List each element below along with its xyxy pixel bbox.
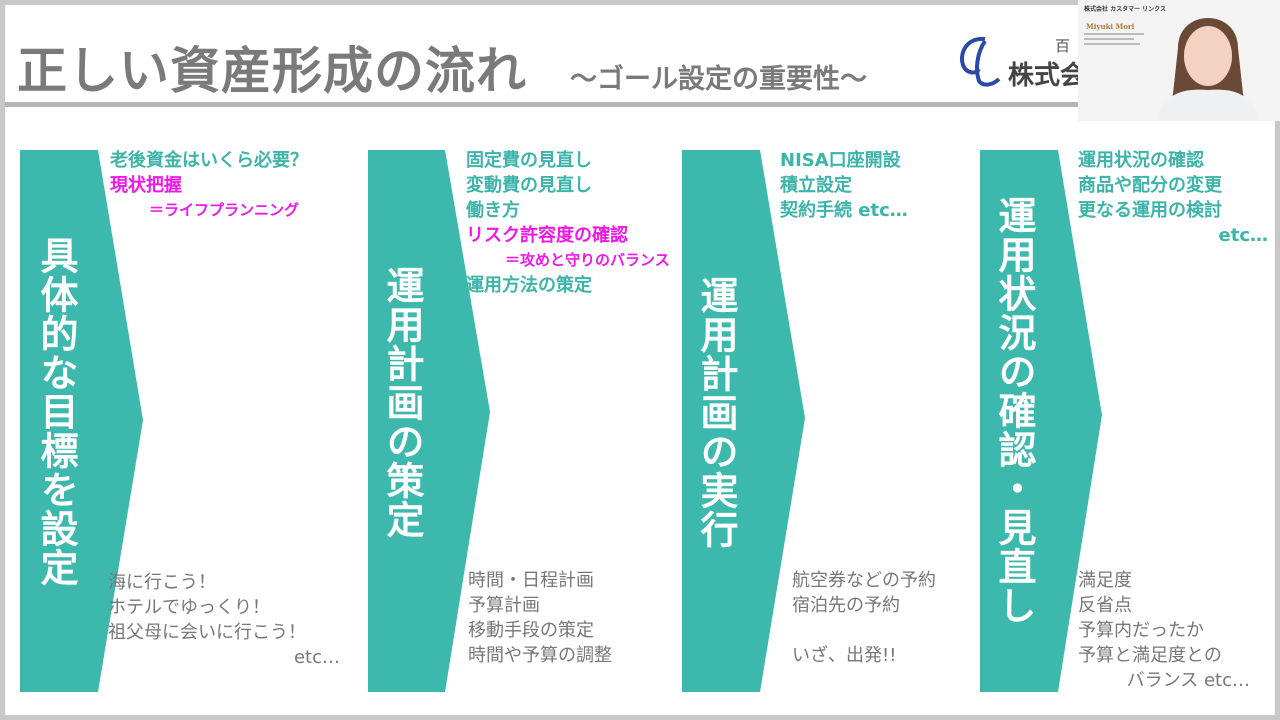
note-line: 航空券などの予約 — [792, 570, 936, 591]
note-line: 老後資金はいくら必要？ — [110, 150, 308, 171]
note-line: 更なる運用の検討 — [1078, 200, 1222, 221]
step-2-bottom-notes: 時間・日程計画予算計画移動手段の策定時間や予算の調整 — [468, 568, 638, 668]
note-line: 予算と満足度との — [1078, 645, 1222, 666]
step-title-3: 運用計画の実行 — [694, 276, 738, 549]
arrow-step-3 — [682, 150, 805, 692]
note-line: 変動費の見直し — [466, 175, 592, 196]
note-line: 契約手続 etc… — [780, 200, 908, 221]
business-card-company: 株式会社 カスタマー リンクス — [1084, 6, 1166, 13]
step-3-bottom-notes: 航空券などの予約宿泊先の予約 いざ、出発!! — [792, 568, 962, 668]
step-title-1: 具体的な目標を設定 — [34, 236, 78, 587]
note-line: 予算内だったか — [1078, 620, 1204, 641]
step-title-4: 運用状況の確認・見直し — [992, 196, 1036, 625]
arrow-step-4 — [980, 150, 1102, 692]
note-line: 現状把握 — [110, 175, 182, 196]
note-line: etc… — [293, 647, 340, 668]
note-line: 積立設定 — [780, 175, 852, 196]
note-line: 運用方法の策定 — [466, 275, 592, 296]
step-1-top-notes: 老後資金はいくら必要？ 現状把握 ＝ライフプランニング — [110, 148, 308, 223]
step-4-top-notes: 運用状況の確認商品や配分の変更更なる運用の検討 etc… — [1078, 148, 1268, 248]
page-subtitle: ～ゴール設定の重要性～ — [570, 64, 867, 95]
arrow-step-2 — [368, 150, 490, 692]
arrow-step-1 — [20, 150, 143, 692]
note-line: 運用状況の確認 — [1078, 150, 1204, 171]
note-line: ＝攻めと守りのバランス — [505, 251, 670, 269]
business-card-name: Miyuki Mori — [1086, 22, 1135, 31]
note-line: 満足度 — [1078, 570, 1132, 591]
step-3-top-notes: NISA口座開設積立設定契約手続 etc… — [780, 148, 908, 223]
note-line: ホテルでゆっくり！ — [108, 597, 270, 618]
page-title: 正しい資産形成の流れ — [17, 42, 527, 100]
note-line: 移動手段の策定 — [468, 620, 594, 641]
step-4-bottom-notes: 満足度反省点予算内だったか予算と満足度とのバランス etc… — [1078, 568, 1250, 693]
step-2-top-notes: 固定費の見直し変動費の見直し働き方リスク許容度の確認 ＝攻めと守りのバランス運用方… — [466, 148, 670, 298]
note-line: 固定費の見直し — [466, 150, 592, 171]
step-title-2: 運用計画の策定 — [380, 266, 424, 539]
presenter-video-icon — [1158, 18, 1258, 121]
company-extra-text: 百 — [1055, 37, 1071, 55]
note-line: ＝ライフプランニング — [149, 201, 300, 219]
note-line: バランス etc… — [1126, 670, 1250, 691]
note-line: 時間や予算の調整 — [468, 645, 612, 666]
note-line: 商品や配分の変更 — [1078, 175, 1222, 196]
note-line: いざ、出発!! — [792, 645, 897, 666]
company-logo-icon — [960, 36, 1001, 87]
note-line: 海に行こう！ — [108, 572, 216, 593]
note-line: 働き方 — [466, 200, 520, 221]
note-line: リスク許容度の確認 — [466, 225, 628, 246]
note-line: 宿泊先の予約 — [792, 595, 900, 616]
note-line: 反省点 — [1078, 595, 1132, 616]
title-divider — [5, 102, 1275, 107]
note-line: 予算計画 — [468, 595, 540, 616]
note-line: etc… — [1218, 225, 1268, 246]
note-line: 祖父母に会いに行こう！ — [108, 622, 306, 643]
note-line: 時間・日程計画 — [468, 570, 594, 591]
webcam-video: 株式会社 カスタマー リンクス Miyuki Mori — [1078, 0, 1280, 121]
step-1-bottom-notes: 海に行こう！ ホテルでゆっくり！ 祖父母に会いに行こう！ etc… — [108, 570, 340, 670]
note-line — [792, 618, 962, 643]
note-line: NISA口座開設 — [780, 150, 901, 171]
